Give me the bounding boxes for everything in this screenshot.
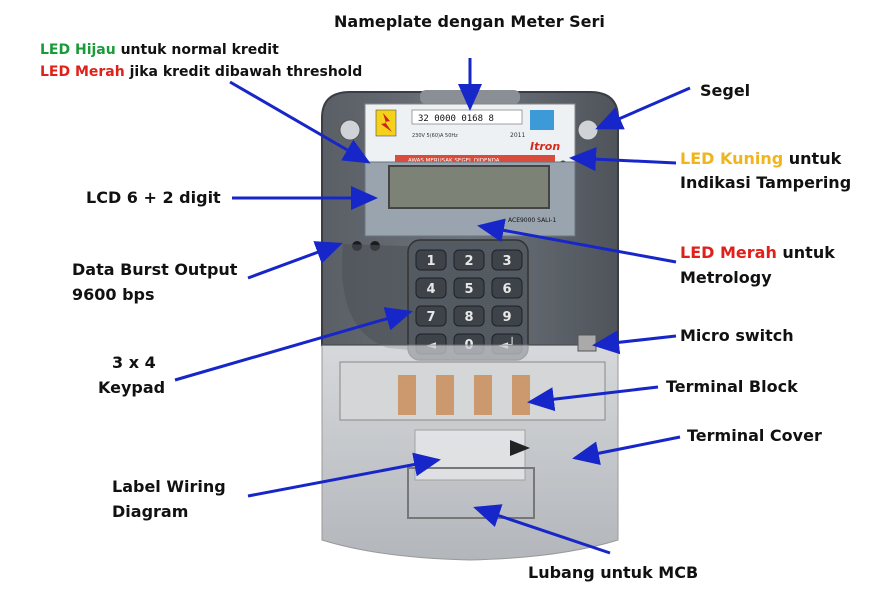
terminal-wire-3 [474, 375, 492, 415]
label-nameplate: Nameplate dengan Meter Seri [334, 11, 605, 32]
keypad-key-label: 7 [426, 310, 435, 325]
label-data-burst-line2: 9600 bps [72, 285, 155, 304]
label-segel-text: Segel [700, 81, 751, 100]
label-lcd-text: LCD 6 + 2 digit [86, 188, 221, 207]
label-lubang-text: Lubang untuk MCB [528, 563, 699, 582]
label-led-kuning: LED Kuning untuk [680, 148, 841, 169]
label-led-red-prefix: LED Merah [40, 64, 125, 80]
label-wiring-2: Diagram [112, 501, 188, 522]
terminal-wire-4 [512, 375, 530, 415]
label-data-burst-line1: Data Burst Output [72, 260, 238, 279]
label-terminal-block: Terminal Block [666, 376, 798, 397]
keypad-key[interactable] [491, 249, 523, 271]
label-terminal-cover-text: Terminal Cover [687, 426, 822, 445]
meter-spec-text: 230V 5(60)A 50Hz [412, 133, 458, 139]
keypad-key-label: 8 [464, 310, 473, 325]
blue-badge [530, 110, 554, 130]
arrow-label-wiring [247, 452, 441, 498]
label-led-kuning-line2-text: Indikasi Tampering [680, 173, 852, 192]
label-segel: Segel [700, 80, 750, 101]
keypad-key-label: 5 [464, 282, 473, 297]
label-led-red: LED Merah jika kredit dibawah threshold [40, 62, 362, 83]
keypad-key[interactable] [453, 277, 485, 299]
wiring-label [414, 429, 526, 481]
label-led-metrology-prefix: LED Merah [680, 243, 777, 262]
keypad-key-label: 3 [502, 254, 511, 269]
meter-model-text: ACE9000 SALI-1 [508, 217, 556, 224]
label-led-metrology-line2-text: Metrology [680, 268, 772, 287]
terminal-block [339, 361, 606, 421]
arrow-segel [595, 86, 691, 130]
keypad-key-label: 1 [426, 254, 435, 269]
label-led-green-prefix: LED Hijau [40, 42, 116, 58]
label-led-metrology-line2: Metrology [680, 267, 772, 288]
label-wiring-line1: Label Wiring [112, 477, 226, 496]
label-wiring-line2: Diagram [112, 502, 189, 521]
arrow-keypad [174, 307, 413, 382]
label-terminal-cover: Terminal Cover [687, 425, 822, 446]
label-micro-switch: Micro switch [680, 325, 794, 346]
label-led-metrology-rest: untuk [776, 243, 835, 262]
label-led-green-rest: untuk normal kredit [115, 42, 279, 58]
warning-text: AWAS MERUSAK SEGEL DIDENDA [408, 158, 500, 164]
keypad-key-label: 6 [502, 282, 511, 297]
seal-right [577, 119, 599, 141]
label-data-burst: Data Burst Output [72, 259, 237, 280]
seal-left [339, 119, 361, 141]
lcd-screen [388, 165, 550, 209]
meter-year-text: 2011 [510, 132, 525, 139]
label-led-kuning-rest: untuk [783, 149, 842, 168]
keypad-key[interactable] [453, 249, 485, 271]
label-micro-switch-text: Micro switch [680, 326, 794, 345]
label-lubang: Lubang untuk MCB [528, 562, 698, 583]
keypad-key-label: 9 [502, 310, 511, 325]
label-keypad-2: Keypad [98, 377, 165, 398]
keypad-key[interactable] [453, 305, 485, 327]
keypad-key[interactable] [415, 249, 447, 271]
label-keypad-line1: 3 x 4 [112, 353, 156, 372]
terminal-wire-2 [436, 375, 454, 415]
label-led-green: LED Hijau untuk normal kredit [40, 40, 279, 61]
label-terminal-block-text: Terminal Block [666, 377, 798, 396]
mcb-hole [407, 467, 535, 519]
arrow-led-metrology [477, 218, 677, 264]
meter-serial-text: 32 0000 0168 8 [418, 114, 494, 124]
arrow-micro-switch [592, 330, 677, 355]
label-wiring: Label Wiring [112, 476, 226, 497]
label-led-metrology: LED Merah untuk [680, 242, 835, 263]
terminal-wire-1 [398, 375, 416, 415]
arrow-terminal-block [527, 385, 659, 412]
keypad-key[interactable] [491, 305, 523, 327]
label-led-kuning-prefix: LED Kuning [680, 149, 784, 168]
keypad-key[interactable] [491, 277, 523, 299]
keypad-key[interactable] [415, 277, 447, 299]
arrow-data-burst [247, 241, 343, 280]
keypad-key-label: 2 [464, 254, 473, 269]
arrow-led-credit [229, 80, 371, 164]
label-keypad-line2: Keypad [98, 378, 166, 397]
arrow-terminal-cover [572, 435, 681, 466]
label-nameplate-text: Nameplate dengan Meter Seri [334, 12, 605, 31]
warning-strip [395, 155, 555, 163]
label-lcd: LCD 6 + 2 digit [86, 187, 221, 208]
label-keypad: 3 x 4 [112, 352, 156, 373]
arrow-lubang [473, 504, 611, 555]
itron-brand-text: Itron [530, 140, 560, 153]
label-data-burst-2: 9600 bps [72, 284, 155, 305]
keypad-key-label: 4 [426, 282, 435, 297]
arrow-led-tamper [569, 147, 677, 172]
keypad-key[interactable] [415, 305, 447, 327]
label-led-kuning-line2: Indikasi Tampering [680, 172, 851, 193]
label-led-red-rest: jika kredit dibawah threshold [124, 64, 363, 80]
micro-switch [577, 334, 597, 352]
wiring-label-arrow [510, 440, 530, 456]
